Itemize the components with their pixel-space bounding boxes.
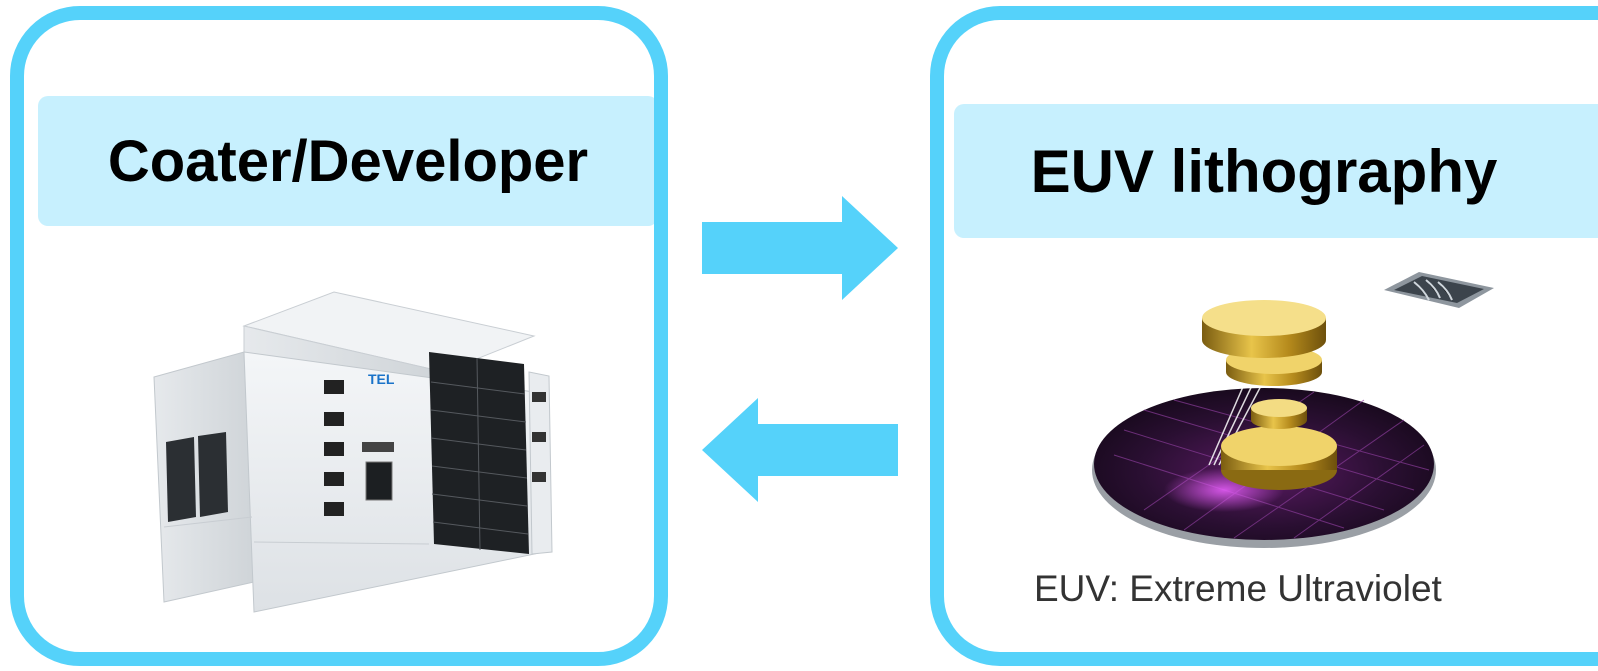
- euv-wafer-illustration: [1092, 272, 1494, 548]
- euv-lithography-panel: EUV lithography: [930, 6, 1598, 666]
- euv-lithography-title: EUV lithography: [954, 104, 1598, 238]
- arrow-left-icon: [702, 398, 898, 502]
- coater-developer-title: Coater/Developer: [38, 96, 654, 226]
- tel-logo: TEL: [368, 371, 395, 387]
- coater-developer-panel: Coater/Developer TEL: [10, 6, 668, 666]
- euv-caption: EUV: Extreme Ultraviolet: [1034, 568, 1442, 609]
- arrow-right-icon: [702, 196, 898, 300]
- coater-developer-machine-image: TEL: [153, 291, 553, 613]
